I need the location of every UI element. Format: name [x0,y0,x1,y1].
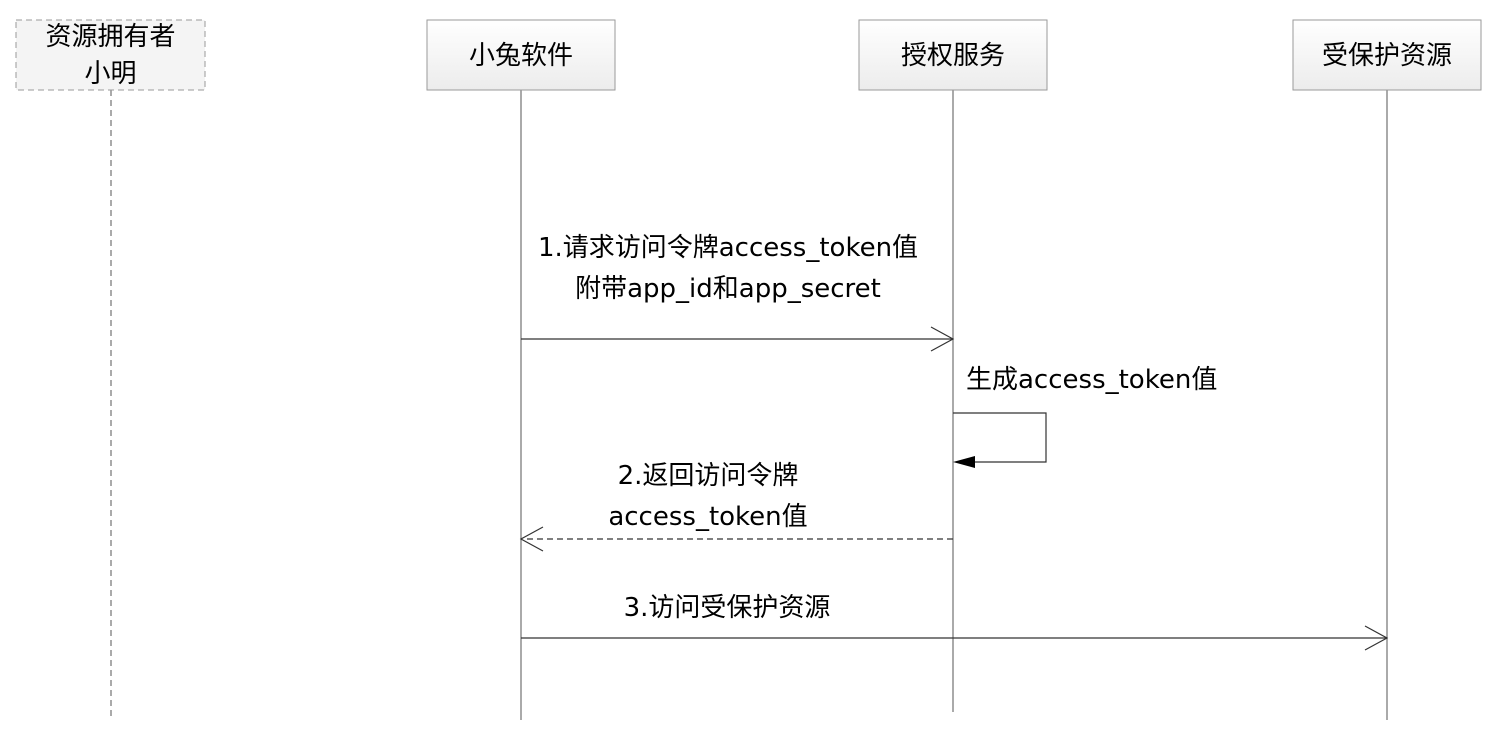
participant-owner-line2: 小明 [84,59,136,89]
message-access-resource-arrowhead [1364,625,1389,651]
message-generate-token-arrowhead [953,456,975,468]
participant-resource: 受保护资源 [1292,19,1482,91]
message-generate-token-label: 生成access_token值 [966,365,1217,395]
message-access-resource-label: 3.访问受保护资源 [624,593,831,623]
message-return-token-arrowhead [519,526,544,552]
participant-auth-label: 授权服务 [901,41,1005,71]
message-return-token-line1: 2.返回访问令牌 [618,461,799,491]
participant-owner: 资源拥有者 小明 [15,19,206,91]
message-generate-token: 生成access_token值 [953,365,1217,468]
message-request-token-line2: 附带app_id和app_secret [575,274,881,304]
participant-owner-line1: 资源拥有者 [45,22,175,52]
message-request-token-line1: 1.请求访问令牌access_token值 [538,233,918,263]
message-access-resource: 3.访问受保护资源 [521,593,1389,651]
participant-auth: 授权服务 [858,19,1048,91]
message-return-token-line2: access_token值 [608,502,807,532]
participant-resource-label: 受保护资源 [1322,41,1452,71]
participant-app: 小兔软件 [426,19,616,91]
participant-app-label: 小兔软件 [469,41,573,71]
message-request-token-arrowhead [930,326,955,352]
message-return-token: 2.返回访问令牌 access_token值 [519,461,953,552]
message-generate-token-line [953,412,1047,463]
message-request-token: 1.请求访问令牌access_token值 附带app_id和app_secre… [521,233,955,352]
